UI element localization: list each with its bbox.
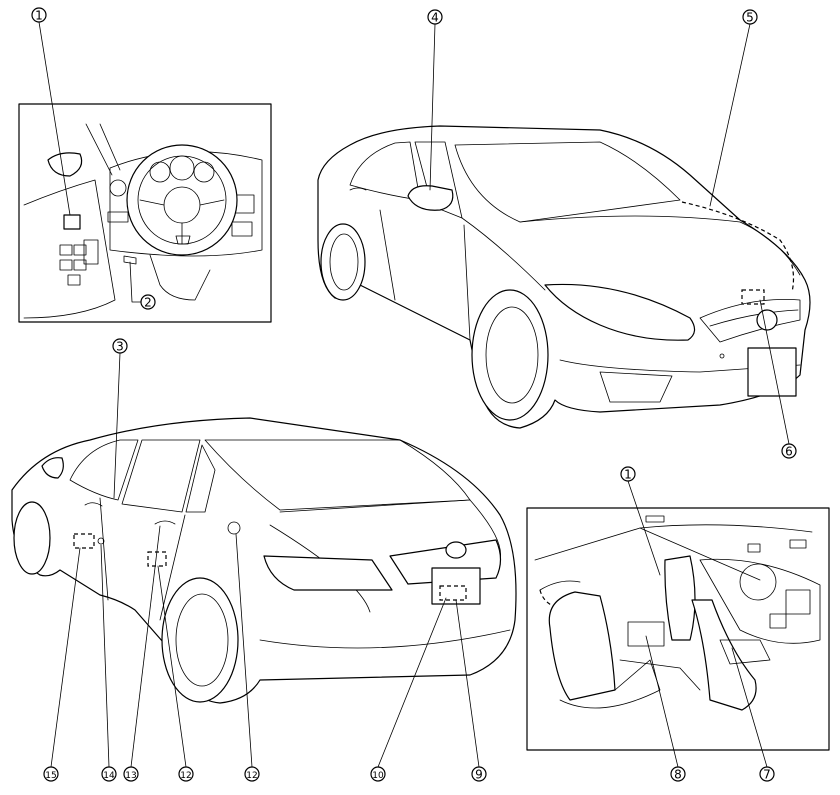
- callout-3-label: 3: [116, 340, 124, 354]
- callout-4-label: 4: [431, 11, 439, 25]
- headlight-icon: [544, 283, 696, 341]
- callout-12: 12: [157, 565, 194, 782]
- callout-1-interior: 1: [620, 466, 661, 576]
- callout-2: 2: [129, 261, 156, 310]
- callout-14-label: 14: [103, 771, 115, 781]
- steering-wheel-icon: [126, 144, 238, 256]
- callout-15-label: 15: [45, 771, 56, 781]
- callout-13: 13: [123, 525, 161, 782]
- callout-5-label: 5: [746, 11, 754, 25]
- rear-wheel-icon: [161, 577, 239, 703]
- callout-6: 6: [759, 299, 797, 459]
- callout-1b-label: 1: [624, 468, 632, 482]
- callout-7-label: 7: [763, 768, 771, 782]
- callout-15: 15: [43, 547, 81, 782]
- interior-panel-frame: [526, 507, 830, 751]
- front-door-dashed: [73, 533, 95, 549]
- steering-panel-inset: [18, 103, 272, 323]
- callout-7: 7: [731, 647, 775, 782]
- rear-seat-icon: [548, 591, 616, 701]
- fog-lamp-icon: [599, 371, 673, 403]
- steering-panel-frame: [18, 103, 272, 323]
- front-mirror-icon: [407, 185, 454, 211]
- callout-2-label: 2: [144, 296, 152, 310]
- callout-3: 3: [112, 338, 128, 499]
- front-seat-left-icon: [664, 555, 696, 641]
- door-switch-icon: [63, 214, 81, 230]
- trunk-release-dashed: [439, 585, 467, 601]
- front-emblem-icon: [756, 309, 778, 331]
- left-taillight-icon: [263, 555, 393, 591]
- callout-9: 9: [455, 599, 487, 782]
- callout-12-label: 12: [180, 771, 191, 781]
- front-wheel-far-icon: [13, 501, 51, 575]
- callout-8: 8: [645, 635, 686, 782]
- callout-1-top: 1: [31, 7, 71, 216]
- interior-steering-icon: [739, 563, 777, 601]
- fuel-lid-icon: [227, 521, 241, 535]
- callout-8-label: 8: [674, 768, 682, 782]
- callout-14: 14: [100, 544, 117, 782]
- hood-cable-dashed: [681, 201, 795, 293]
- rear-mirror-icon: [41, 457, 64, 479]
- rear-emblem-icon: [445, 541, 467, 559]
- front-seat-right-icon: [691, 599, 757, 711]
- callout-10-label: 10: [372, 771, 384, 781]
- interior-panel-inset: [526, 507, 830, 751]
- callout-11: 12: [235, 533, 260, 782]
- callout-1-label: 1: [35, 9, 43, 23]
- callout-6-label: 6: [785, 445, 793, 459]
- front-wheel-icon: [471, 289, 549, 421]
- side-mirror-icon: [47, 152, 83, 177]
- callout-5: 5: [709, 9, 758, 207]
- callout-11-label: 12: [246, 771, 257, 781]
- callout-13-label: 13: [125, 771, 136, 781]
- callout-10: 10: [370, 597, 447, 782]
- front-switch-dashed: [741, 289, 765, 305]
- callout-9-label: 9: [475, 768, 483, 782]
- callout-4: 4: [427, 9, 443, 191]
- center-console-icon: [627, 621, 665, 647]
- front-license-plate: [747, 347, 797, 397]
- rear-car-drawing: [11, 417, 517, 704]
- front-car-drawing: [317, 125, 811, 429]
